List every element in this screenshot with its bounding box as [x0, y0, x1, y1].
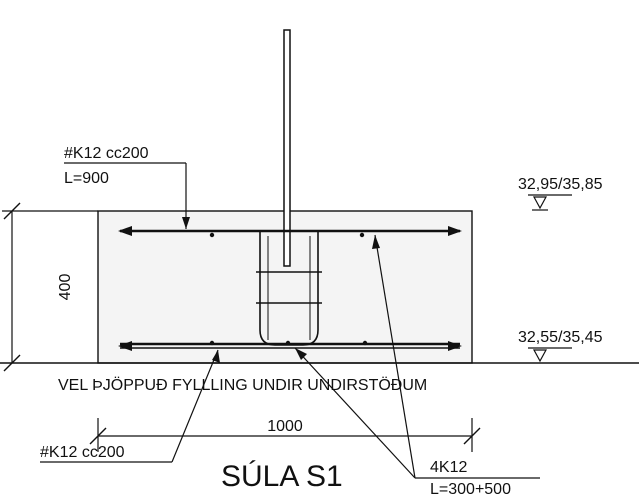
column-label-leader-2: [374, 234, 416, 479]
column-bars-length: L=300+500: [430, 481, 511, 495]
level-top-symbol: [532, 196, 548, 210]
height-dim-tick-bottom: [3, 354, 21, 372]
height-dim-tick-top: [3, 202, 21, 220]
bottom-rebar-arrow-left: [118, 341, 132, 351]
bottom-rebar-dot-2: [285, 340, 291, 346]
column-label-leader-1: [294, 347, 416, 479]
bottom-label-leader-arrow: [212, 350, 220, 363]
column-bars-label: 4K12: [430, 459, 467, 476]
top-bar-label: #K12 cc200: [64, 145, 149, 162]
ground-note: VEL ÞJÖPPUÐ FYLLLING UNDIR UNDIRSTÖÐUM: [58, 376, 427, 394]
bottom-rebar-dot-3: [362, 340, 368, 346]
level-bottom-text: 32,55/35,45: [518, 329, 603, 346]
height-dim-text: 400: [57, 274, 74, 301]
bottom-bar-label: #K12 cc200: [40, 444, 125, 461]
column-starter-bar: [283, 29, 291, 267]
top-label-leader-arrow: [182, 217, 190, 229]
width-dim-tick-right: [463, 427, 481, 445]
bottom-rebar-arrow-right: [448, 341, 462, 351]
bottom-label-leader: [171, 349, 219, 463]
column-label-leader-2-arrow: [372, 235, 380, 249]
top-rebar-dot-1: [209, 232, 215, 238]
bottom-rebar-dot-1: [209, 340, 215, 346]
width-dim-text: 1000: [267, 418, 303, 435]
top-rebar-dot-2: [359, 232, 365, 238]
width-dim-tick-left: [89, 427, 107, 445]
top-rebar-arrow-left: [118, 226, 132, 236]
top-bar-length: L=900: [64, 170, 109, 187]
column-label-leader-1-arrow: [295, 348, 307, 360]
level-top-text: 32,95/35,85: [518, 176, 603, 193]
top-rebar-arrow-right: [448, 226, 462, 236]
drawing-title: SÚLA S1: [221, 460, 343, 493]
level-bottom-symbol: [532, 349, 548, 363]
